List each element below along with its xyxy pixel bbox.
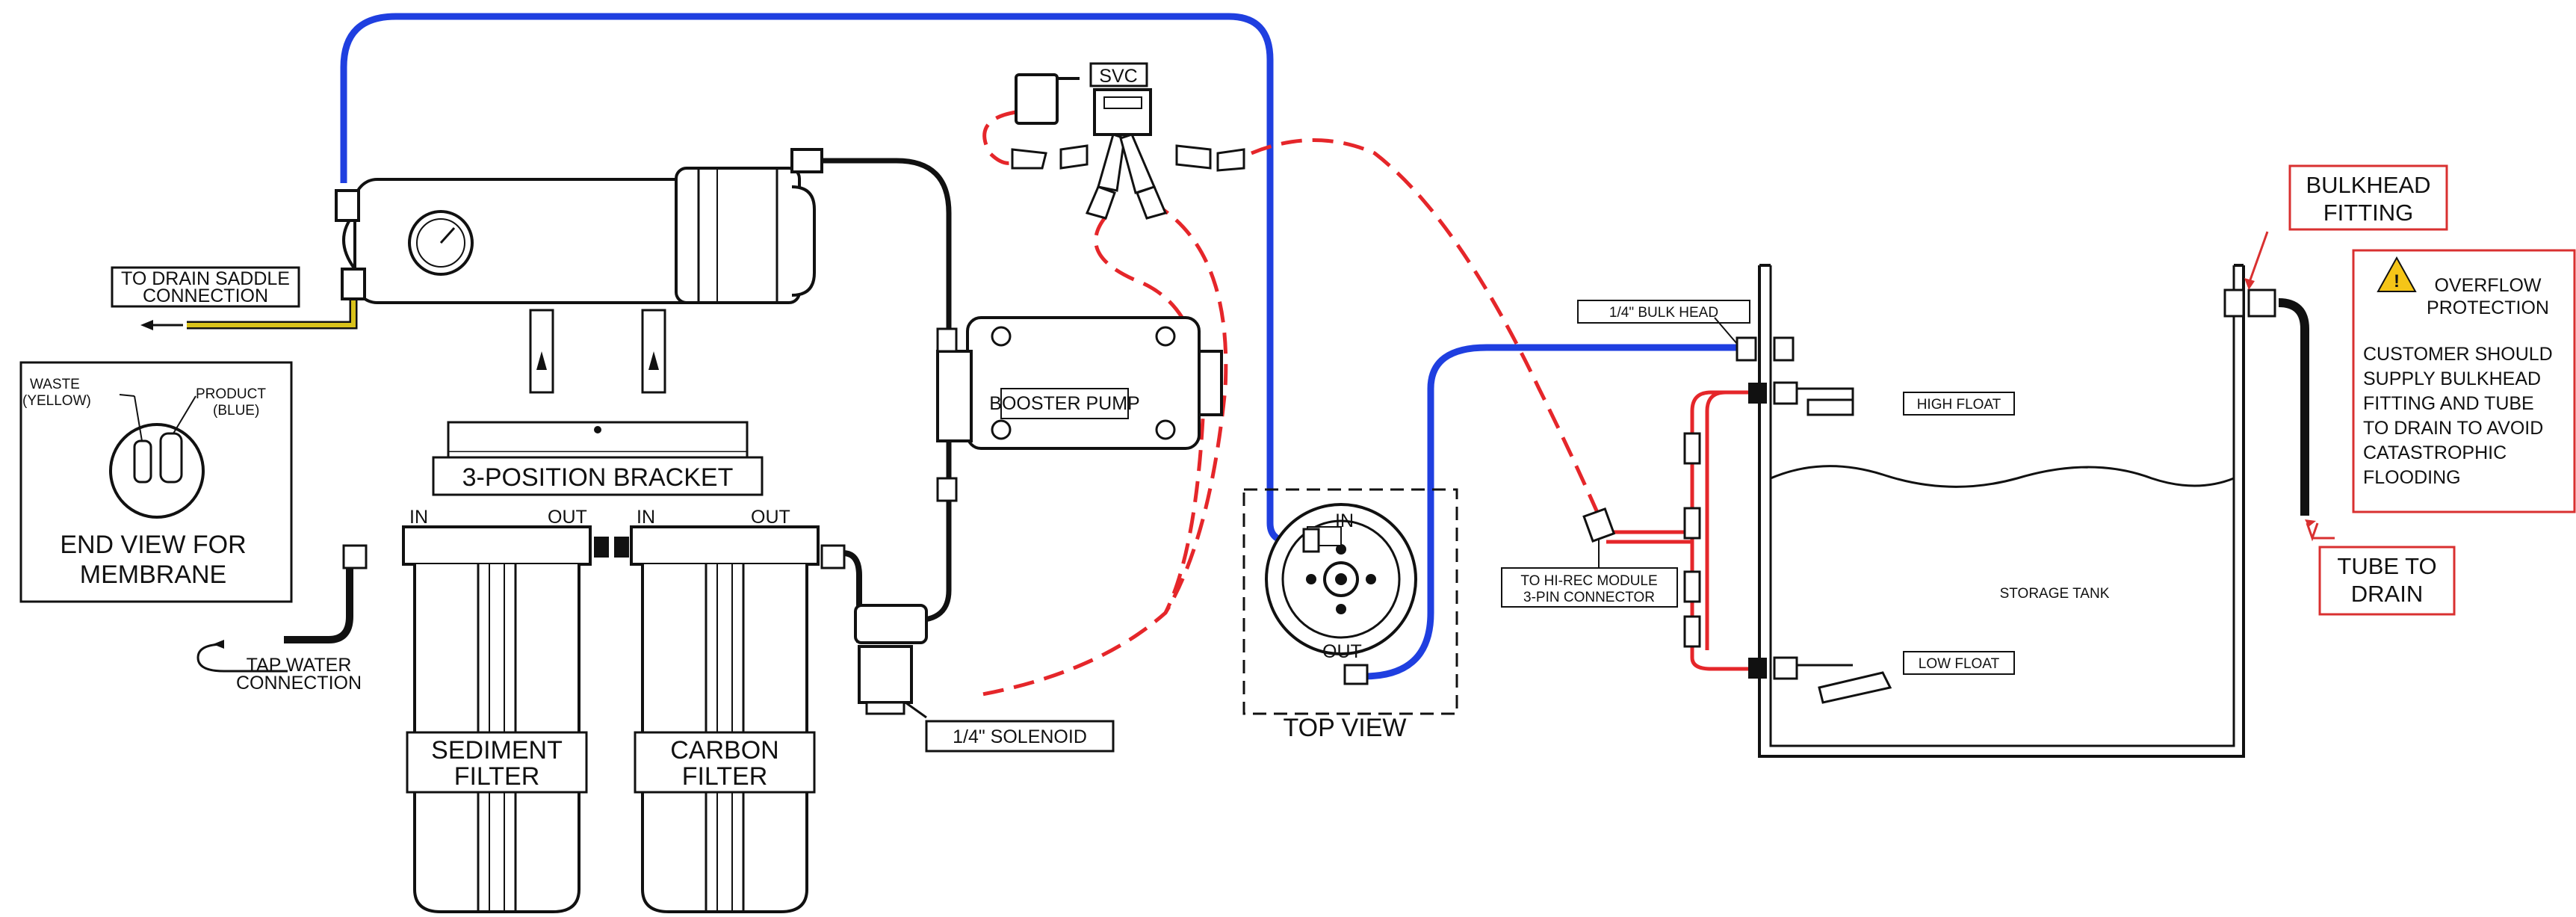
tube-to-drain-label-2: DRAIN: [2351, 581, 2423, 607]
end-view-label-2: MEMBRANE: [80, 561, 226, 589]
bulkhead-fitting-label-2: FITTING: [2323, 200, 2414, 226]
carbon-filter-label-2: FILTER: [682, 762, 768, 791]
booster-pump: BOOSTER PUMP: [936, 316, 1223, 502]
product-tube-tank: [1363, 344, 1744, 680]
hi-rec-label-2: 3-PIN CONNECTOR: [1523, 590, 1655, 605]
overflow-bulkhead: [2223, 231, 2276, 318]
top-view-detail: IN OUT TOP VIEW: [1242, 488, 1458, 742]
tap-water-tube: [284, 557, 353, 643]
waste-label-1: WASTE: [30, 377, 80, 392]
low-float-label: LOW FLOAT: [1919, 656, 2000, 672]
overflow-label-1: OVERFLOW: [2434, 275, 2541, 296]
low-float: LOW FLOAT: [1748, 651, 2015, 704]
signal-wires: [978, 110, 1601, 697]
bulkhead-fitting-label-1: BULKHEAD: [2306, 172, 2430, 198]
svc-label: SVC: [1099, 66, 1137, 87]
tube-to-drain-callout: TUBE TO DRAIN: [2305, 519, 2456, 616]
drain-saddle-label-1: TO DRAIN SADDLE: [121, 268, 290, 289]
svc-valve: SVC: [1011, 62, 1245, 220]
wire-connectors: [1582, 432, 1701, 648]
overflow-label-2: PROTECTION: [2427, 297, 2549, 318]
drain-saddle-label-2: CONNECTION: [143, 285, 268, 306]
warning-icon: [2377, 256, 2417, 292]
customer-note-6: FLOODING: [2363, 467, 2461, 488]
booster-pump-label: BOOSTER PUMP: [989, 393, 1139, 414]
carbon-filter: CARBON FILTER IN OUT: [630, 507, 820, 913]
membrane-housing: [335, 148, 823, 304]
sediment-in-label: IN: [409, 507, 428, 528]
product-tube-top: [340, 13, 1315, 546]
product-label-2: (BLUE): [213, 403, 259, 419]
top-view-in-label: IN: [1335, 510, 1354, 531]
carbon-out-label: OUT: [751, 507, 790, 528]
high-float-label: HIGH FLOAT: [1917, 397, 2001, 413]
storage-tank-label: STORAGE TANK: [2000, 586, 2110, 602]
carbon-filter-label-1: CARBON: [670, 736, 778, 765]
feed-tube-pump: [811, 158, 952, 623]
bulk-head-label: 1/4" BULK HEAD: [1609, 305, 1718, 321]
overflow-protection-box: ! OVERFLOW PROTECTION CUSTOMER SHOULD SU…: [2352, 249, 2576, 513]
hi-rec-label-1: TO HI-REC MODULE: [1520, 573, 1657, 589]
customer-note-3: FITTING AND TUBE: [2363, 393, 2534, 414]
tap-water-label-1: TAP WATER: [247, 655, 352, 676]
product-label-1: PRODUCT: [196, 386, 266, 402]
tube-to-drain-label-1: TUBE TO: [2337, 553, 2436, 579]
svg-text:!: !: [2394, 271, 2400, 291]
tap-water-callout: TAP WATER CONNECTION: [196, 640, 362, 694]
sediment-filter: SEDIMENT FILTER IN OUT: [402, 507, 592, 913]
carbon-in-label: IN: [637, 507, 655, 528]
bracket-label: 3-POSITION BRACKET: [462, 463, 734, 492]
customer-note-4: TO DRAIN TO AVOID: [2363, 418, 2543, 439]
sediment-filter-label-1: SEDIMENT: [431, 736, 563, 765]
bulkhead-fitting-callout: BULKHEAD FITTING: [2288, 164, 2448, 231]
top-view-label: TOP VIEW: [1283, 714, 1406, 742]
sediment-out-label: OUT: [548, 507, 587, 528]
drain-saddle-callout: TO DRAIN SADDLE CONNECTION: [111, 266, 300, 330]
top-view-out-label: OUT: [1322, 641, 1362, 662]
customer-note-2: SUPPLY BULKHEAD: [2363, 368, 2541, 389]
waste-label-2: (YELLOW): [22, 393, 91, 409]
high-float: HIGH FLOAT: [1748, 381, 2015, 416]
storage-tank: STORAGE TANK: [1758, 264, 2245, 758]
solenoid-label: 1/4" SOLENOID: [953, 726, 1087, 747]
solenoid-valve: 1/4" SOLENOID: [854, 604, 1115, 753]
tube-to-drain: [2278, 298, 2309, 516]
membrane-end-view: WASTE (YELLOW) PRODUCT (BLUE) END VIEW F…: [19, 361, 293, 603]
sediment-filter-label-2: FILTER: [454, 762, 540, 791]
end-view-label-1: END VIEW FOR: [60, 531, 246, 559]
tap-water-label-2: CONNECTION: [236, 673, 362, 694]
customer-note-5: CATASTROPHIC: [2363, 442, 2507, 463]
hi-rec-callout: TO HI-REC MODULE 3-PIN CONNECTOR: [1501, 538, 1678, 608]
filter-bracket: 3-POSITION BRACKET: [432, 309, 764, 496]
customer-note-1: CUSTOMER SHOULD: [2363, 344, 2553, 365]
bulk-head-fitting: 1/4" BULK HEAD: [1577, 300, 1795, 362]
